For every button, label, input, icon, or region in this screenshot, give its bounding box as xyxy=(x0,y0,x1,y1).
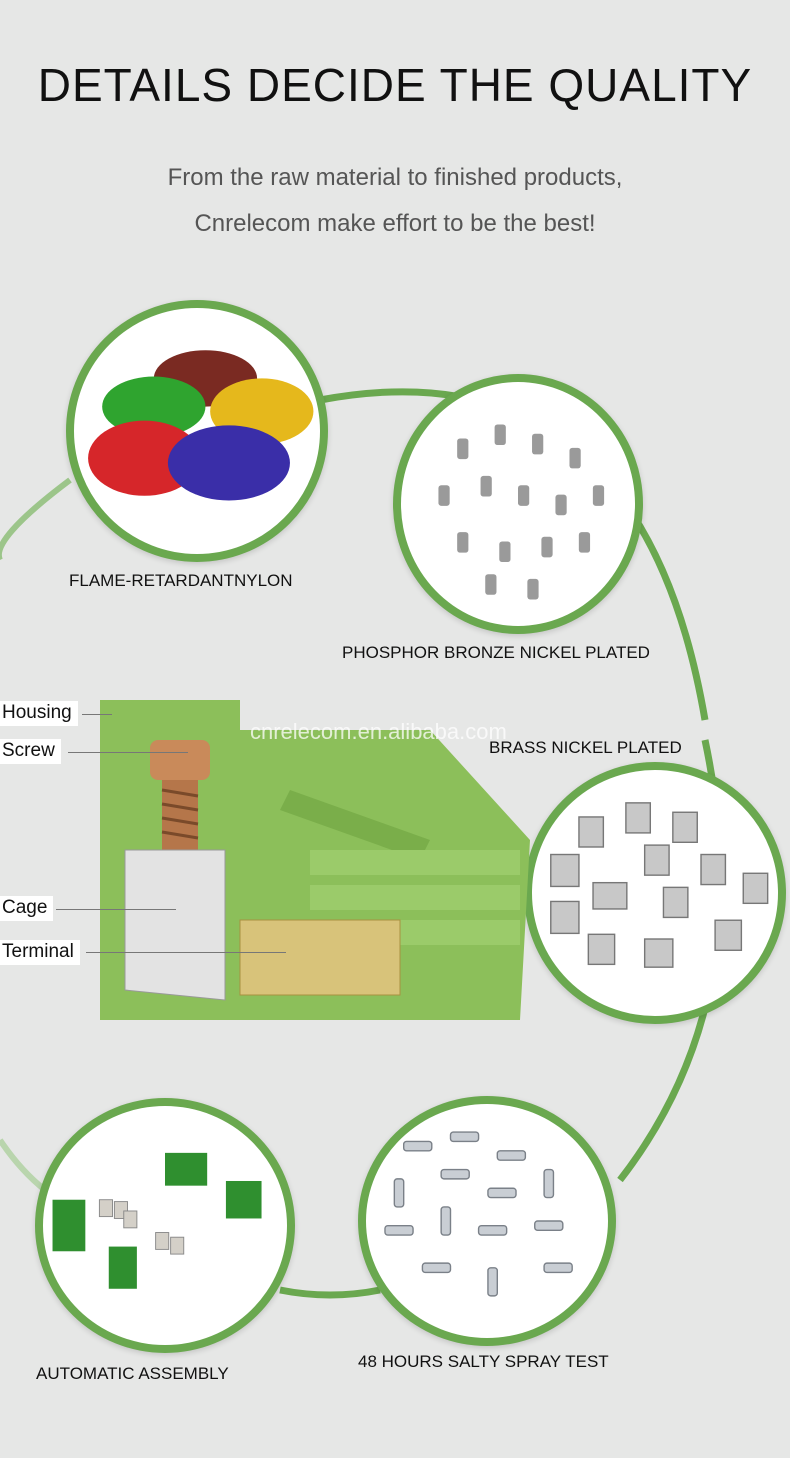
brass-cages-image xyxy=(524,762,786,1024)
leader-terminal xyxy=(86,952,286,953)
assembly-parts-image xyxy=(35,1098,295,1353)
caption-flame-retardant-nylon: FLAME-RETARDANTNYLON xyxy=(69,571,293,590)
label-cage: Cage xyxy=(0,896,54,921)
leader-cage xyxy=(56,909,176,910)
leader-screw xyxy=(68,752,188,753)
caption-brass-nickel: BRASS NICKEL PLATED xyxy=(489,738,682,757)
caption-salty-spray-test: 48 HOURS SALTY SPRAY TEST xyxy=(358,1352,609,1371)
nylon-granules-image xyxy=(66,300,328,562)
watermark: cnrelecom.en.alibaba.com xyxy=(250,719,507,744)
label-screw: Screw xyxy=(0,739,61,764)
caption-automatic-assembly: AUTOMATIC ASSEMBLY xyxy=(36,1364,229,1383)
label-terminal: Terminal xyxy=(0,940,80,965)
subtitle-line-2: Cnrelecom make effort to be the best! xyxy=(194,210,596,237)
page-title: DETAILS DECIDE THE QUALITY xyxy=(37,59,753,111)
terminal-block-cutaway xyxy=(100,700,530,1020)
leader-housing xyxy=(82,714,112,715)
caption-phosphor-bronze: PHOSPHOR BRONZE NICKEL PLATED xyxy=(342,643,650,662)
subtitle-line-1: From the raw material to finished produc… xyxy=(167,164,623,191)
bronze-clips-image xyxy=(393,374,643,634)
label-housing: Housing xyxy=(0,701,78,726)
screws-image xyxy=(358,1096,616,1346)
